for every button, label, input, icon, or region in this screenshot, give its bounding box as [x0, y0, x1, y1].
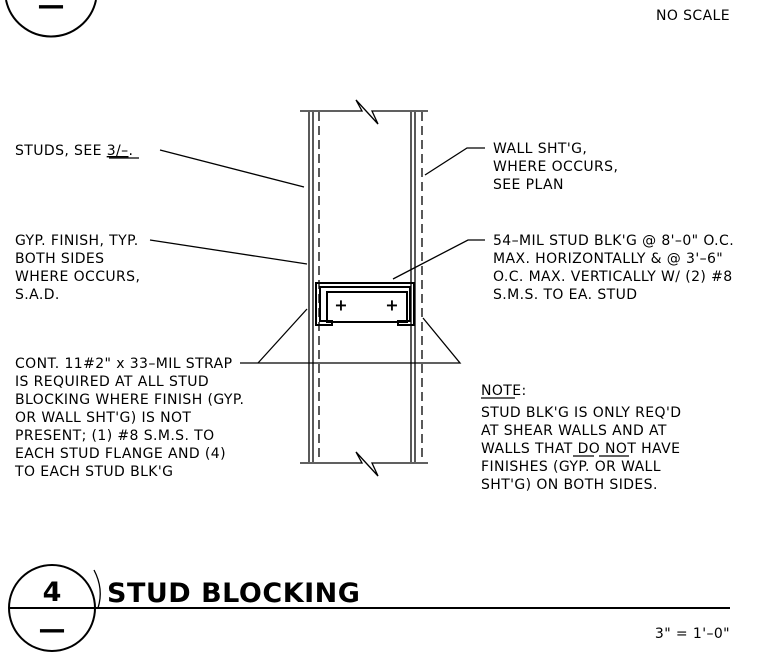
leader-studs [159, 149, 305, 188]
note-strap-line-6: EACH STUD FLANGE AND (4) [15, 446, 226, 462]
note-wall-sheathing-line-3: SEE PLAN [493, 177, 564, 193]
note-gyp-finish-line-4: S.A.D. [15, 287, 60, 303]
top-detail-bubble: — [5, 0, 97, 38]
bubble-leader-arc [93, 569, 101, 609]
note-general-line-2: AT SHEAR WALLS AND AT [481, 423, 667, 439]
detail-scale: 3" = 1'–0" [655, 626, 730, 642]
note-general-line-4: FINISHES (GYP. OR WALL [481, 459, 661, 475]
title-block: 4 — STUD BLOCKING 3" = 1'–0" [8, 564, 730, 652]
svg-text:WALLS THAT DO NOT HAVE: WALLS THAT DO NOT HAVE [481, 441, 680, 457]
note-general-line-1: STUD BLK'G IS ONLY REQ'D [481, 405, 681, 421]
note-studs-text: STUDS, SEE [15, 143, 107, 159]
svg-text:STUDS, SEE 3/–.: STUDS, SEE 3/–. [15, 143, 133, 159]
top-bubble-sheet-ref: — [38, 0, 65, 21]
note-studs-ref: 3/– [107, 143, 129, 159]
note-gyp-finish-line-2: BOTH SIDES [15, 251, 104, 267]
note-strap-line-4: OR WALL SHT'G) IS NOT [15, 410, 191, 426]
note-strap: CONT. 11#2" x 33–MIL STRAP IS REQUIRED A… [14, 356, 244, 480]
wall-section: + + [149, 99, 485, 477]
leader-strap-left [257, 308, 308, 364]
stud-blocking-track: + + [315, 282, 415, 326]
note-strap-line-2: IS REQUIRED AT ALL STUD [15, 374, 209, 390]
note-gyp-finish-line-3: WHERE OCCURS, [15, 269, 140, 285]
note-studs: STUDS, SEE 3/–. [15, 143, 139, 159]
note-stud-blocking-line-2: MAX. HORIZONTALLY & @ 3'–6" [493, 251, 723, 267]
detail-number: 4 [43, 577, 62, 608]
bottom-break-line [300, 451, 428, 477]
leader-wall-sheathing [424, 147, 485, 176]
note-general-line-3-post: HAVE [636, 441, 680, 457]
note-wall-sheathing-line-2: WHERE OCCURS, [493, 159, 618, 175]
note-general-line-3-not: NOT [605, 441, 636, 457]
note-general: NOTE: STUD BLK'G IS ONLY REQ'D AT SHEAR … [481, 383, 681, 493]
note-gyp-finish: GYP. FINISH, TYP. BOTH SIDES WHERE OCCUR… [15, 233, 140, 303]
note-stud-blocking-line-4: S.M.S. TO EA. STUD [493, 287, 637, 303]
screw-plus-left-icon: + [334, 296, 347, 315]
detail-sheet-ref: — [39, 614, 66, 645]
note-general-line-3-pre: WALLS THAT [481, 441, 578, 457]
screw-plus-right-icon: + [385, 296, 398, 315]
note-stud-blocking: 54–MIL STUD BLK'G @ 8'–0" O.C. MAX. HORI… [493, 233, 734, 303]
note-wall-sheathing-line-1: WALL SHT'G, [493, 141, 587, 157]
note-strap-line-3: BLOCKING WHERE FINISH (GYP. [15, 392, 244, 408]
note-stud-blocking-line-3: O.C. MAX. VERTICALLY W/ (2) #8 [493, 269, 733, 285]
note-stud-blocking-line-1: 54–MIL STUD BLK'G @ 8'–0" O.C. [493, 233, 734, 249]
leader-stud-blocking [392, 239, 485, 280]
note-general-heading: NOTE [481, 383, 522, 399]
note-studs-end: . [129, 143, 134, 159]
note-wall-sheathing: WALL SHT'G, WHERE OCCURS, SEE PLAN [493, 141, 618, 193]
note-general-colon: : [522, 383, 527, 399]
note-strap-line-5: PRESENT; (1) #8 S.M.S. TO [15, 428, 215, 444]
note-general-line-5: SHT'G) ON BOTH SIDES. [481, 477, 658, 493]
no-scale-label: NO SCALE [656, 8, 730, 24]
detail-title: STUD BLOCKING [107, 578, 360, 609]
note-strap-line-1: CONT. 11#2" x 33–MIL STRAP [15, 356, 232, 372]
note-gyp-finish-line-1: GYP. FINISH, TYP. [15, 233, 139, 249]
blocking-web [326, 291, 408, 323]
svg-text:NOTE:: NOTE: [481, 383, 527, 399]
top-break-line [300, 99, 428, 125]
note-strap-line-7: TO EACH STUD BLK'G [14, 464, 173, 480]
note-general-line-3-do: DO [578, 441, 601, 457]
leader-gyp-finish [149, 239, 308, 265]
leader-strap-right [240, 317, 462, 364]
